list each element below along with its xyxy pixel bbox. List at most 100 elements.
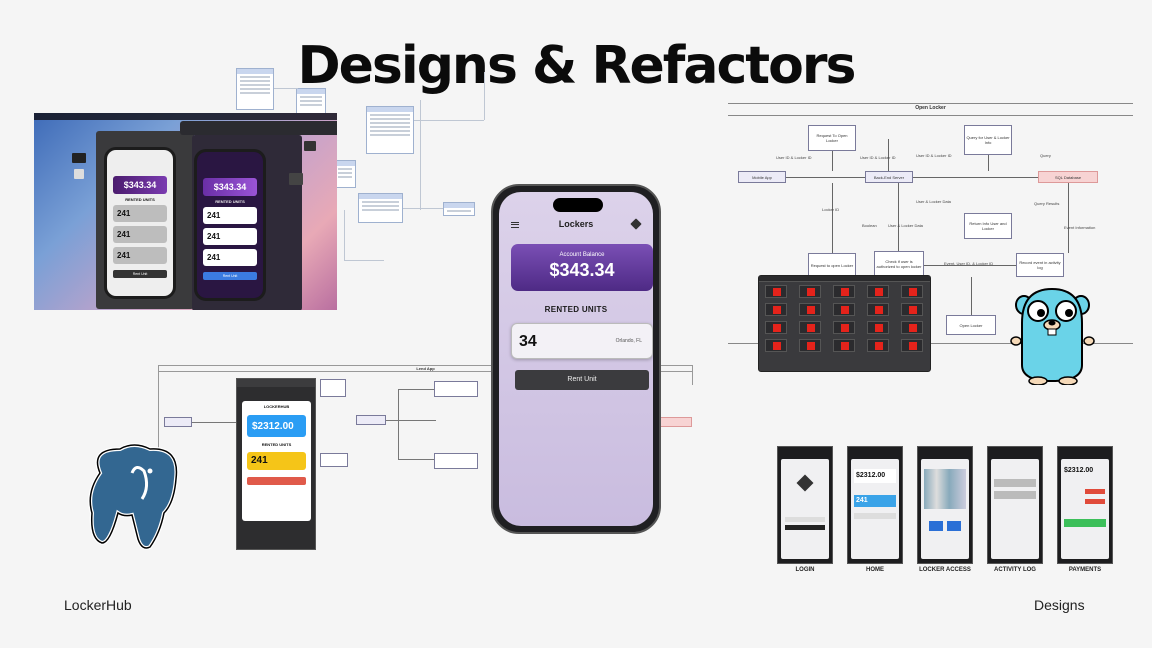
screen-activity-log <box>987 446 1043 564</box>
mini-rent-button: Rent Unit <box>113 270 167 278</box>
locker-cell <box>833 303 855 316</box>
mini-unit: 241 <box>113 247 167 264</box>
locker-cell <box>901 285 923 298</box>
mini-balance: $343.34 <box>203 178 257 196</box>
locker-cell <box>833 285 855 298</box>
mini-phone-dark: $343.34 RENTED UNITS 241 241 241 Rent Un… <box>194 149 266 301</box>
locker-cell <box>833 321 855 334</box>
mac-simulator-screenshot: $343.34 RENTED UNITS 241 241 241 Rent Un… <box>34 113 337 310</box>
schema-table <box>366 106 414 154</box>
schema-table <box>334 160 356 188</box>
mid-unit-card: 241 <box>247 452 306 470</box>
flow-label: Event Information <box>1064 225 1096 230</box>
mac-menubar <box>34 113 337 120</box>
mini-unit: 241 <box>203 249 257 266</box>
screen-label-home: HOME <box>866 567 884 573</box>
locker-cell <box>867 303 889 316</box>
mini-unit: 241 <box>113 226 167 243</box>
mid-box <box>658 417 692 427</box>
locker-cell <box>765 285 787 298</box>
schema-table <box>296 88 326 116</box>
iphone-mockup: Lockers Account Balance $343.34 RENTED U… <box>491 184 661 534</box>
flow-label: Query Results <box>1034 201 1060 206</box>
rented-unit-card[interactable]: 34 Orlando, FL <box>511 323 653 359</box>
flow-label: Event, User ID, & Locker ID <box>944 261 994 266</box>
schema-table <box>358 193 403 223</box>
schema-table <box>236 68 274 110</box>
flow-label: Boolean <box>862 223 877 228</box>
locker-cell <box>765 339 787 352</box>
mid-balance-card: $2312.00 <box>247 415 306 437</box>
flow-box-return-info: Return Info User and Locker <box>964 213 1012 239</box>
screen-login <box>777 446 833 564</box>
desktop-file-icon <box>304 141 316 151</box>
screen-label-payments: PAYMENTS <box>1068 567 1102 573</box>
screen-label-activity-log: ACTIVITY LOG <box>994 567 1036 573</box>
screen-label-locker-access: LOCKER ACCESS <box>919 567 971 573</box>
phone-screen: Lockers Account Balance $343.34 RENTED U… <box>499 192 653 526</box>
page-title: Designs & Refactors <box>297 36 857 96</box>
postgresql-logo <box>88 443 179 550</box>
footer-section: Designs <box>1034 597 1085 613</box>
mid-phone-screen: LOCKERHUB $2312.00 RENTED UNITS 241 <box>242 401 311 521</box>
locker-cell <box>901 321 923 334</box>
flow-box-query-user: Query for User & Locker Info <box>964 125 1012 155</box>
mid-diagram-title: Lend App <box>416 366 435 371</box>
xcode-toolbar <box>180 121 337 135</box>
app-title: Lockers <box>558 219 594 229</box>
locker-cell <box>867 321 889 334</box>
desktop-file-icon <box>289 173 303 185</box>
flow-box-sql: SQL Database <box>1038 171 1098 183</box>
locker-cell <box>799 321 821 334</box>
mini-unit: 241 <box>113 205 167 222</box>
locker-cell <box>799 339 821 352</box>
flow-label: Query <box>1040 153 1051 158</box>
locker-cell <box>765 303 787 316</box>
locker-cell <box>901 339 923 352</box>
locker-cell <box>765 321 787 334</box>
rented-units-heading: RENTED UNITS <box>544 305 608 314</box>
dynamic-island <box>553 198 603 212</box>
mid-action-button <box>247 477 306 485</box>
mini-unit: 241 <box>203 228 257 245</box>
rent-unit-button[interactable]: Rent Unit <box>515 370 649 390</box>
locker-cell <box>867 285 889 298</box>
mid-simulator-phone: LOCKERHUB $2312.00 RENTED UNITS 241 <box>236 378 316 550</box>
menu-icon[interactable] <box>511 222 519 228</box>
flow-label: User & Locker Data <box>916 199 951 204</box>
flow-box-request: Request To Open Locker <box>808 125 856 151</box>
flow-label: User ID & Locker ID <box>916 153 952 158</box>
unit-location: Orlando, FL <box>615 338 642 344</box>
mid-box <box>434 453 478 469</box>
locker-cell <box>833 339 855 352</box>
mini-rented-heading: RENTED UNITS <box>215 199 245 204</box>
mid-rented: RENTED UNITS <box>261 442 292 447</box>
lend-app-diagram: Lend App <box>158 365 693 500</box>
mini-rented-heading: RENTED UNITS <box>125 197 155 202</box>
payments-balance: $2312.00 <box>1064 467 1094 474</box>
mid-brand: LOCKERHUB <box>263 404 290 409</box>
screen-home: $2312.00 241 <box>847 446 903 564</box>
mini-unit: 241 <box>203 207 257 224</box>
flow-box-request-open: Request to open Locker <box>808 253 856 277</box>
home-balance: $2312.00 <box>854 469 896 483</box>
mid-box <box>356 415 386 425</box>
desktop-file-icon <box>74 169 84 179</box>
open-locker-flow-diagram: Open Locker Request To Open Locker Query… <box>728 103 1133 353</box>
flow-box-mobile-app: Mobile App <box>738 171 786 183</box>
mid-box <box>434 381 478 397</box>
flow-label: User ID & Locker ID <box>776 155 812 160</box>
locker-cell <box>901 303 923 316</box>
flow-label: User ID & Locker ID <box>860 155 896 160</box>
flow-box-record-event: Record event in activity log <box>1016 253 1064 277</box>
mid-box <box>320 379 346 397</box>
flow-box-backend: Back-End Server <box>865 171 913 183</box>
screen-payments: $2312.00 <box>1057 446 1113 564</box>
unit-number: 34 <box>519 333 537 350</box>
screen-label-login: LOGIN <box>795 567 815 573</box>
desktop-file-icon <box>72 153 86 163</box>
home-unit: 241 <box>854 495 896 507</box>
locker-cell <box>799 303 821 316</box>
mid-box <box>320 453 348 467</box>
balance-value: $343.34 <box>549 260 615 280</box>
